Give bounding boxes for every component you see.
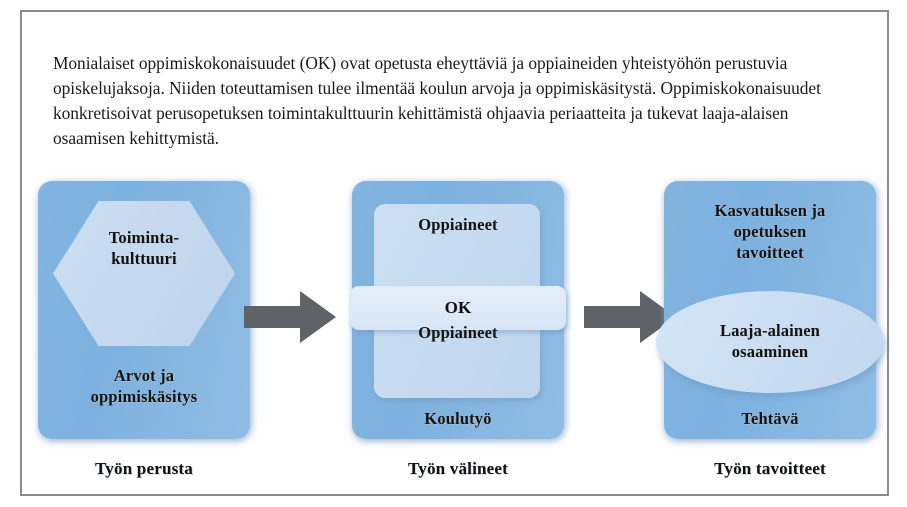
hexagon-label: Toiminta- kulttuuri [38, 228, 250, 270]
process-diagram: Toiminta- kulttuuri Arvot ja oppimiskäsi… [22, 12, 891, 498]
ok-band[interactable]: OK [350, 286, 566, 330]
caption-work-tools: Työn välineet [407, 459, 509, 478]
panel-3-head-line3: tavoitteet [736, 242, 804, 262]
hexagon-operating-culture[interactable] [53, 201, 235, 346]
ellipse-label-line1: Laaja-alainen [719, 321, 821, 341]
intro-paragraph: Monialaiset oppimiskokonaisuudet (OK) ov… [53, 53, 821, 148]
subject-top-label: Oppiaineet [418, 215, 498, 234]
arrow-right-icon-1 [244, 291, 336, 343]
figure-frame: Monialaiset oppimiskokonaisuudet (OK) ov… [20, 10, 889, 496]
ellipse-label-line2: osaaminen [731, 342, 809, 361]
panel-work-basis-footer-text: Arvot ja oppimiskäsitys [38, 366, 250, 408]
ellipse-label: Laaja-alainen osaaminen [720, 321, 820, 363]
panel-work-goals-header-text: Kasvatuksen ja opetuksen tavoitteet [664, 201, 876, 263]
panel-1-foot-line1: Arvot ja [113, 366, 175, 385]
hexagon-label-line2: kulttuuri [111, 248, 177, 268]
panel-work-goals-footer-text: Tehtävä [741, 409, 799, 428]
caption-work-goals: Työn tavoitteet [714, 459, 826, 478]
panel-3-head-line1: Kasvatuksen ja [714, 201, 826, 220]
hexagon-label-line1: Toiminta- [108, 228, 180, 247]
panel-1-foot-line2: oppimiskäsitys [90, 386, 198, 406]
panel-work-tools-footer-text: Koulutyö [424, 409, 492, 428]
caption-work-basis: Työn perusta [95, 459, 193, 478]
panel-work-basis[interactable]: Toiminta- kulttuuri Arvot ja oppimiskäsi… [38, 181, 250, 439]
panel-work-goals[interactable]: Kasvatuksen ja opetuksen tavoitteet Laaj… [656, 181, 884, 439]
subject-bottom-label: Oppiaineet [418, 323, 498, 342]
arrow-right-icon-2 [584, 291, 676, 343]
panel-work-tools[interactable]: Oppiaineet OK Oppiaineet Koulutyö [350, 181, 566, 439]
ellipse-broad-competence[interactable]: Laaja-alainen osaaminen [656, 291, 884, 393]
panel-3-head-line2: opetuksen [733, 221, 807, 241]
ok-band-label: OK [444, 298, 472, 318]
